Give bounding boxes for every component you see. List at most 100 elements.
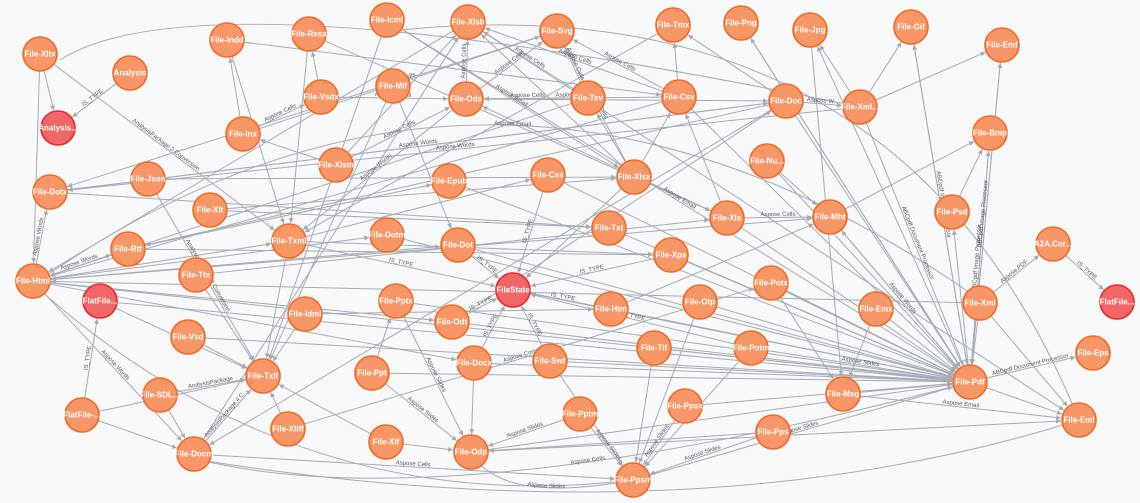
- graph-node-file-xlf[interactable]: File-Xlf: [368, 424, 404, 460]
- relationship-edge[interactable]: [859, 381, 953, 393]
- relationship-edge[interactable]: [488, 432, 757, 453]
- graph-node-file-txml[interactable]: File-Txml: [271, 223, 307, 259]
- relationship-edge[interactable]: [572, 39, 665, 90]
- relationship-edge[interactable]: [259, 138, 321, 161]
- graph-node-file-xliff[interactable]: File-Xliff: [270, 411, 306, 447]
- file-node-circle[interactable]: [539, 13, 575, 49]
- graph-node-file-sdl[interactable]: File-SDL...: [140, 377, 180, 413]
- relationship-edge[interactable]: [84, 318, 99, 399]
- file-node-circle[interactable]: [130, 161, 166, 197]
- relationship-edge[interactable]: [39, 289, 634, 487]
- file-node-circle[interactable]: [984, 27, 1020, 63]
- relationship-edge[interactable]: [304, 287, 754, 425]
- file-node-circle[interactable]: [593, 291, 629, 327]
- file-node-circle[interactable]: [448, 81, 484, 117]
- state-node-circle[interactable]: [82, 283, 118, 319]
- relationship-edge[interactable]: [686, 261, 954, 376]
- file-node-circle[interactable]: [32, 174, 68, 210]
- graph-node-file-gif[interactable]: File-Gif: [893, 9, 929, 45]
- graph-node-analysis-state[interactable]: Analysis...: [38, 110, 78, 146]
- relationship-edge[interactable]: [819, 44, 852, 94]
- file-node-circle[interactable]: [170, 319, 206, 355]
- relationship-edge[interactable]: [484, 27, 664, 92]
- graph-node-file-mif[interactable]: File-Mif: [375, 68, 411, 104]
- relationship-edge[interactable]: [204, 288, 254, 362]
- file-node-circle[interactable]: [1035, 226, 1071, 262]
- relationship-edge[interactable]: [144, 248, 654, 258]
- graph-node-file-rtf[interactable]: File-Rtf: [110, 231, 146, 267]
- relationship-edge[interactable]: [716, 306, 953, 378]
- relationship-edge[interactable]: [530, 291, 595, 307]
- relationship-edge[interactable]: [969, 149, 990, 365]
- relationship-edge[interactable]: [176, 377, 246, 393]
- graph-node-file-xlsx[interactable]: File-Xlsx: [616, 159, 652, 195]
- relationship-edge[interactable]: [517, 191, 544, 273]
- graph-node-flatfile-c[interactable]: FlatFile-...: [63, 397, 101, 433]
- graph-node-file-doc[interactable]: File-Doc: [768, 83, 804, 119]
- relationship-edge[interactable]: [350, 106, 451, 158]
- relationship-edge[interactable]: [642, 419, 676, 466]
- file-node-circle[interactable]: [667, 388, 703, 424]
- graph-node-file-inx[interactable]: File-Inx: [225, 116, 261, 152]
- file-node-circle[interactable]: [532, 343, 568, 379]
- relationship-edge[interactable]: [204, 389, 252, 442]
- relationship-edge[interactable]: [490, 363, 953, 384]
- file-node-circle[interactable]: [192, 192, 228, 228]
- file-node-circle[interactable]: [616, 159, 652, 195]
- relationship-edge[interactable]: [210, 454, 616, 482]
- graph-node-flatfile-a[interactable]: FlatFile...: [82, 283, 118, 319]
- relationship-edge[interactable]: [67, 102, 770, 192]
- graph-node-file-ods[interactable]: File-Ods: [448, 81, 484, 117]
- relationship-edge[interactable]: [304, 32, 659, 233]
- graph-node-file-pps[interactable]: File-Pps: [755, 414, 791, 450]
- file-node-circle[interactable]: [530, 157, 566, 193]
- file-node-circle[interactable]: [972, 115, 1008, 151]
- file-node-circle[interactable]: [562, 396, 598, 432]
- graph-node-file-jpg[interactable]: File-Jpg: [792, 12, 828, 48]
- relationship-edge[interactable]: [43, 70, 55, 111]
- graph-node-file-pptm[interactable]: File-Pptm: [562, 396, 598, 432]
- file-node-circle[interactable]: [368, 424, 404, 460]
- relationship-edge[interactable]: [310, 51, 319, 81]
- relationship-edge[interactable]: [487, 419, 565, 447]
- relationship-edge[interactable]: [204, 337, 953, 384]
- file-node-circle[interactable]: [287, 296, 323, 332]
- graph-node-file-png[interactable]: File-Png: [723, 5, 759, 41]
- relationship-edge[interactable]: [743, 214, 813, 220]
- relationship-edge[interactable]: [466, 297, 498, 315]
- file-node-circle[interactable]: [378, 283, 414, 319]
- relationship-edge[interactable]: [199, 419, 1080, 493]
- relationship-edge[interactable]: [520, 305, 543, 347]
- graph-node-file-xlt[interactable]: File-Xlt: [192, 192, 228, 228]
- file-node-circle[interactable]: [303, 79, 339, 115]
- relationship-edge[interactable]: [398, 101, 452, 229]
- relationship-edge[interactable]: [1065, 255, 1104, 291]
- relationship-edge[interactable]: [970, 319, 979, 365]
- relationship-edge[interactable]: [530, 293, 735, 345]
- file-node-circle[interactable]: [453, 434, 489, 470]
- file-node-circle[interactable]: [375, 68, 411, 104]
- file-node-circle[interactable]: [318, 147, 354, 183]
- file-node-circle[interactable]: [655, 7, 691, 43]
- file-node-circle[interactable]: [291, 16, 327, 52]
- file-node-circle[interactable]: [369, 2, 405, 38]
- file-node-circle[interactable]: [753, 265, 789, 301]
- relationship-edge[interactable]: [482, 106, 712, 212]
- graph-node-file-idml[interactable]: File-Idml: [287, 296, 323, 332]
- relationship-edge[interactable]: [59, 23, 861, 108]
- relationship-edge[interactable]: [590, 426, 623, 467]
- relationship-edge[interactable]: [672, 42, 679, 81]
- graph-node-file-resx[interactable]: File-Resx: [291, 16, 327, 52]
- file-node-circle[interactable]: [456, 345, 492, 381]
- relationship-edge[interactable]: [985, 387, 1063, 415]
- file-node-circle[interactable]: [1075, 335, 1111, 371]
- relationship-edge[interactable]: [384, 383, 458, 442]
- relationship-edge[interactable]: [844, 140, 975, 210]
- graph-node-file-ppt[interactable]: File-Ppt: [354, 355, 390, 391]
- graph-node-file-xlsb[interactable]: File-Xlsb: [450, 4, 486, 40]
- file-node-circle[interactable]: [615, 462, 651, 498]
- graph-node-file-docm[interactable]: File-Docm: [175, 436, 214, 472]
- relationship-edge[interactable]: [72, 82, 117, 118]
- relationship-edge[interactable]: [481, 30, 1065, 411]
- graph-node-file-bmp[interactable]: File-Bmp: [972, 115, 1008, 151]
